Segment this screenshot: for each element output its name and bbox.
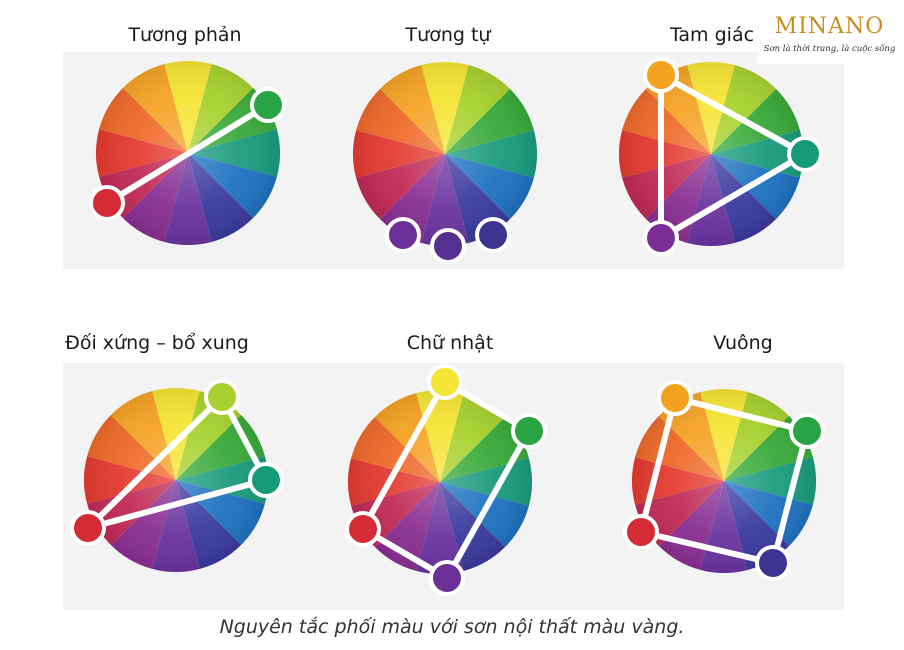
selected-color-dot: [475, 217, 511, 253]
scheme-title-split-complementary: Đối xứng – bổ xung: [65, 332, 249, 354]
selected-color-dot: [70, 510, 106, 546]
selected-color-dot: [385, 217, 421, 253]
wheel-shading: [353, 62, 537, 246]
color-wheel-split-complementary: [70, 379, 284, 573]
selected-color-dot: [789, 413, 825, 449]
scheme-title-square: Vuông: [713, 332, 773, 354]
selected-color-dot: [643, 220, 679, 256]
connector-line: [638, 395, 678, 535]
selected-color-dot: [755, 545, 791, 581]
connector-line: [658, 151, 808, 241]
color-wheel-square: [623, 380, 825, 581]
caption: Nguyên tắc phối màu với sơn nội thất màu…: [219, 616, 685, 638]
brand-name: MINANO: [774, 14, 885, 39]
selected-color-dot: [511, 413, 547, 449]
connector-line: [658, 72, 808, 157]
scheme-title-triadic: Tam giác: [669, 24, 755, 46]
wheel-shading: [619, 62, 803, 246]
brand-slogan: Sơn là thời trang, là cuộc sống: [763, 44, 896, 54]
color-wheel-analogous: [352, 61, 538, 264]
selected-color-dot: [657, 380, 693, 416]
wheel-shading: [632, 389, 816, 573]
connector-line: [85, 477, 269, 531]
selected-color-dot: [248, 462, 284, 498]
selected-color-dot: [345, 511, 381, 547]
selected-color-dot: [787, 136, 823, 172]
color-wheel-triadic: [618, 57, 823, 256]
selected-color-dot: [623, 514, 659, 550]
wheel-shading: [348, 390, 532, 574]
scheme-title-rectangle: Chữ nhật: [406, 332, 494, 354]
connector-line: [638, 529, 776, 566]
scheme-title-complementary: Tương phản: [128, 24, 242, 46]
selected-color-dot: [643, 57, 679, 93]
connector-line: [104, 102, 271, 206]
scheme-title-analogous: Tương tự: [405, 24, 491, 46]
wheel-shading: [84, 388, 268, 572]
color-wheel-complementary: [89, 60, 286, 246]
selected-color-dot: [429, 560, 465, 596]
selected-color-dot: [204, 379, 240, 415]
connector-line: [672, 395, 810, 434]
brand-logo: MINANO Sơn là thời trang, là cuộc sống: [757, 12, 902, 64]
connector-line: [770, 428, 810, 566]
selected-color-dot: [427, 364, 463, 400]
connector-line: [444, 428, 532, 581]
selected-color-dot: [430, 228, 466, 264]
color-wheel-rectangle: [345, 364, 547, 596]
connector-line: [360, 379, 448, 532]
selected-color-dot: [89, 185, 125, 221]
selected-color-dot: [250, 87, 286, 123]
connector-line: [85, 394, 225, 531]
